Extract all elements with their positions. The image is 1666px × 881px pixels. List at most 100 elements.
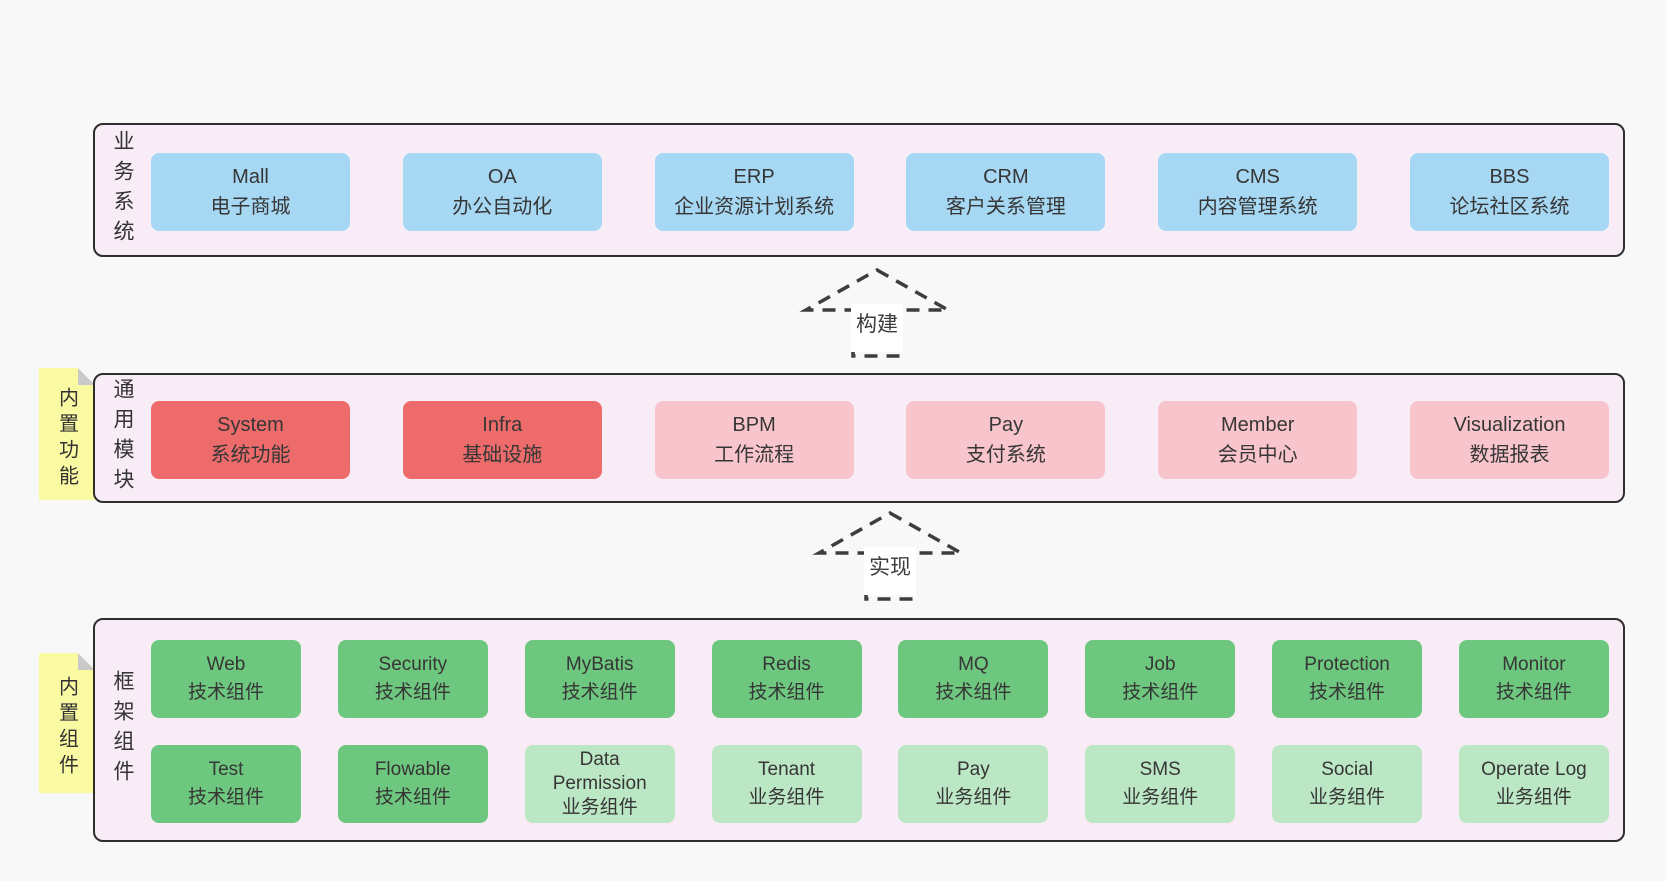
- tag-built-in-components: 内置组件: [39, 653, 95, 793]
- box-subtitle: 技术组件: [748, 682, 825, 703]
- box-bpm: BPM 工作流程: [654, 401, 854, 479]
- box-title: CRM: [983, 166, 1029, 188]
- box-subtitle: 会员中心: [1217, 444, 1298, 466]
- box-title: Flowable: [374, 758, 451, 780]
- box-subtitle: 电子商城: [210, 196, 291, 218]
- box-security: Security 技术组件: [337, 640, 488, 718]
- box-data-permission: Data Permission 业务组件: [524, 745, 675, 823]
- box-system: System 系统功能: [151, 401, 350, 479]
- box-subtitle: 数据报表: [1469, 444, 1550, 466]
- box-subtitle: 技术组件: [1122, 682, 1199, 703]
- box-title: Data Permission: [552, 749, 647, 795]
- arrow-build-label: 构建: [851, 304, 903, 352]
- box-mall: Mall 电子商城: [151, 153, 350, 231]
- box-social: Social 业务组件: [1272, 745, 1423, 823]
- box-subtitle: 业务组件: [1495, 787, 1572, 808]
- box-title: BBS: [1489, 166, 1530, 188]
- box-title: Mall: [232, 166, 269, 188]
- box-title: Social: [1321, 758, 1373, 780]
- box-title: Test: [208, 758, 244, 780]
- box-subtitle: 技术组件: [374, 682, 451, 703]
- box-title: ERP: [733, 166, 775, 188]
- box-title: Protection: [1304, 653, 1390, 675]
- arrow-implement-label: 实现: [864, 547, 916, 595]
- box-title: Member: [1221, 414, 1295, 436]
- arrow-build: 构建: [795, 262, 965, 362]
- box-oa: OA 办公自动化: [402, 153, 602, 231]
- box-subtitle: 业务组件: [748, 787, 825, 808]
- section-label-framework: 框架组件: [111, 670, 134, 790]
- box-subtitle: 技术组件: [1309, 682, 1386, 703]
- box-subtitle: 技术组件: [935, 682, 1012, 703]
- box-title: Security: [378, 653, 448, 675]
- box-subtitle: 技术组件: [374, 787, 451, 808]
- section-framework-components: 框架组件 Web 技术组件 Security 技术组件 MyBatis 技术组件…: [93, 618, 1625, 842]
- tag-text: 内置功能: [55, 387, 78, 491]
- tag-text: 内置组件: [55, 676, 78, 780]
- section-common-modules: 通用模块 System 系统功能 Infra 基础设施 BPM 工作流程 Pay…: [93, 373, 1625, 503]
- box-test: Test 技术组件: [151, 745, 301, 823]
- box-title: Infra: [482, 414, 523, 436]
- box-infra: Infra 基础设施: [402, 401, 602, 479]
- box-title: OA: [487, 166, 517, 188]
- box-title: SMS: [1139, 758, 1181, 780]
- box-title: MyBatis: [565, 653, 634, 675]
- box-title: Monitor: [1502, 653, 1566, 675]
- box-title: Operate Log: [1481, 758, 1587, 780]
- box-subtitle: 技术组件: [1495, 682, 1572, 703]
- section-business-systems: 业务系统 Mall 电子商城 OA 办公自动化 ERP 企业资源计划系统 CRM…: [93, 123, 1625, 257]
- box-subtitle: 技术组件: [561, 682, 638, 703]
- modules-boxes-row: System 系统功能 Infra 基础设施 BPM 工作流程 Pay 支付系统…: [151, 401, 1609, 479]
- box-subtitle: 工作流程: [714, 444, 795, 466]
- tag-built-in-features: 内置功能: [39, 368, 95, 500]
- box-pay-module: Pay 支付系统: [906, 401, 1106, 479]
- box-subtitle: 业务组件: [1309, 787, 1386, 808]
- box-subtitle: 业务组件: [1122, 787, 1199, 808]
- box-visualization: Visualization 数据报表: [1409, 401, 1609, 479]
- box-subtitle: 业务组件: [561, 796, 638, 818]
- box-subtitle: 基础设施: [462, 444, 543, 466]
- box-title: Pay: [957, 758, 990, 780]
- box-subtitle: 技术组件: [187, 682, 264, 703]
- up-arrow-icon: [799, 267, 955, 358]
- box-title: Tenant: [758, 758, 816, 780]
- box-flowable: Flowable 技术组件: [337, 745, 488, 823]
- box-member: Member 会员中心: [1158, 401, 1358, 479]
- framework-row-2: Test 技术组件 Flowable 技术组件 Data Permission …: [151, 745, 1609, 823]
- framework-row-1: Web 技术组件 Security 技术组件 MyBatis 技术组件 Redi…: [151, 640, 1609, 718]
- box-title: Visualization: [1453, 414, 1566, 436]
- box-title: Redis: [762, 653, 811, 675]
- box-redis: Redis 技术组件: [711, 640, 862, 718]
- box-mybatis: MyBatis 技术组件: [524, 640, 675, 718]
- box-sms: SMS 业务组件: [1085, 745, 1236, 823]
- box-crm: CRM 客户关系管理: [906, 153, 1106, 231]
- box-operate-log: Operate Log 业务组件: [1458, 745, 1609, 823]
- box-pay-component: Pay 业务组件: [898, 745, 1049, 823]
- box-subtitle: 支付系统: [965, 444, 1046, 466]
- box-subtitle: 技术组件: [187, 787, 264, 808]
- box-subtitle: 客户关系管理: [945, 196, 1066, 218]
- section-label-modules: 通用模块: [111, 378, 134, 498]
- arrow-implement: 实现: [808, 505, 978, 605]
- box-title: System: [217, 414, 284, 436]
- box-erp: ERP 企业资源计划系统: [654, 153, 854, 231]
- box-monitor: Monitor 技术组件: [1458, 640, 1609, 718]
- box-job: Job 技术组件: [1085, 640, 1236, 718]
- box-subtitle: 业务组件: [935, 787, 1012, 808]
- box-web: Web 技术组件: [151, 640, 301, 718]
- box-subtitle: 办公自动化: [452, 196, 553, 218]
- box-subtitle: 内容管理系统: [1197, 196, 1318, 218]
- box-subtitle: 论坛社区系统: [1449, 196, 1570, 218]
- section-label-business: 业务系统: [111, 130, 134, 250]
- box-mq: MQ 技术组件: [898, 640, 1049, 718]
- box-subtitle: 系统功能: [210, 444, 291, 466]
- box-title: CMS: [1235, 166, 1280, 188]
- box-title: Pay: [988, 414, 1024, 436]
- up-arrow-icon: [812, 510, 968, 601]
- business-boxes-row: Mall 电子商城 OA 办公自动化 ERP 企业资源计划系统 CRM 客户关系…: [151, 153, 1609, 231]
- box-tenant: Tenant 业务组件: [711, 745, 862, 823]
- box-protection: Protection 技术组件: [1272, 640, 1423, 718]
- box-title: Web: [206, 653, 246, 675]
- box-title: MQ: [958, 653, 989, 675]
